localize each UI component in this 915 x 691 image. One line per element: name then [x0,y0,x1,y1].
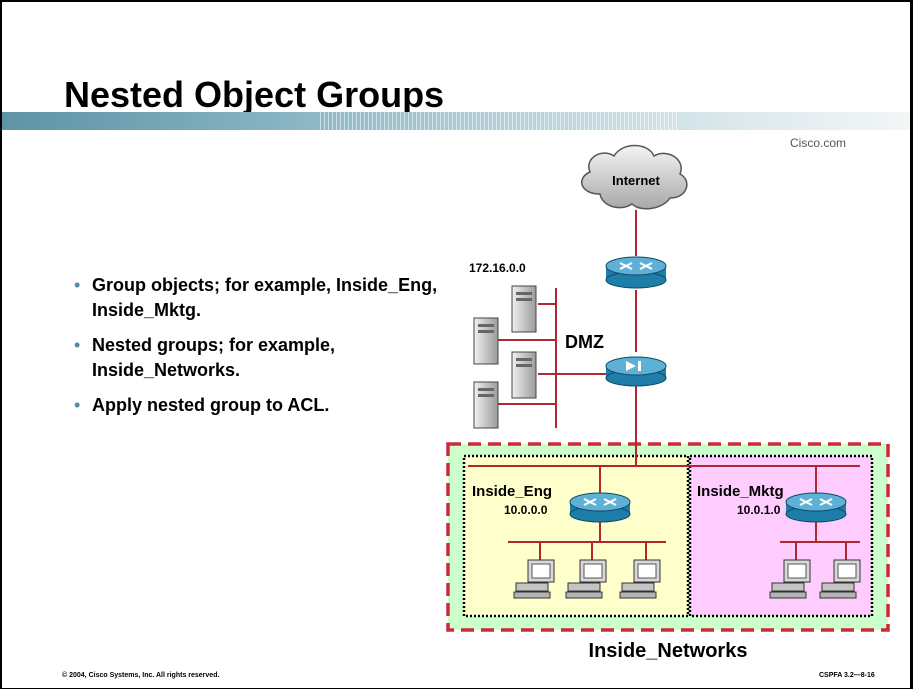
dmz-server-icon [511,285,537,333]
perimeter-router-icon [605,256,667,289]
bullet-text: Apply nested group to ACL. [92,395,330,415]
footer-course-code: CSPFA 3.2—8-16 [819,672,875,679]
inside-eng-label: Inside_Eng [472,483,552,500]
bullet-dot-icon: • [74,395,81,415]
dmz-label: DMZ [565,332,604,352]
eng-router-icon [569,492,631,523]
inside-mktg-network: 10.0.1.0 [737,503,781,517]
title-band-stripes [320,112,680,130]
bullet-text: Nested groups; for example, Inside_Netwo… [92,335,336,380]
brand-label: Cisco.com [790,136,847,150]
dmz-server-icon [473,381,499,429]
workstation-icon [513,559,555,599]
workstation-icon [619,559,661,599]
bullet-dot-icon: • [74,335,81,355]
dmz-server-icon [511,351,537,399]
network-links [468,210,860,560]
dmz-network-label: 172.16.0.0 [469,261,526,275]
footer-copyright: © 2004, Cisco Systems, Inc. All rights r… [62,672,220,679]
pix-firewall-icon [605,356,667,387]
bullet-list: • Group objects; for example, Inside_Eng,… [72,273,444,428]
workstation-icon [769,559,811,599]
dmz-server-icon [473,317,499,365]
internet-cloud-icon [580,144,688,210]
internet-label: Internet [612,173,660,188]
inside-mktg-label: Inside_Mktg [697,483,784,500]
workstation-icon [819,559,861,599]
bullet-item: • Apply nested group to ACL. [72,393,444,418]
inside-networks-label: Inside_Networks [589,640,748,662]
bullet-item: • Nested groups; for example, Inside_Netw… [72,333,444,383]
inside-eng-network: 10.0.0.0 [504,503,548,517]
bullet-item: • Group objects; for example, Inside_Eng,… [72,273,444,323]
workstation-icon [565,559,607,599]
mktg-router-icon [785,492,847,523]
bullet-text: Group objects; for example, Inside_Eng, … [92,275,438,320]
slide-title: Nested Object Groups [64,74,445,115]
bullet-dot-icon: • [74,275,81,295]
